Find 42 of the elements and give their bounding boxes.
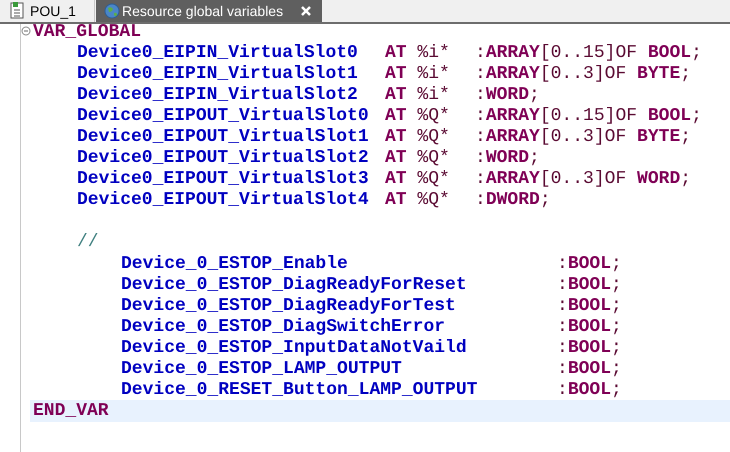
data-type: :WORD;: [475, 148, 540, 169]
variable-name: Device_0_RESET_Button_LAMP_OUTPUT: [121, 380, 478, 401]
data-type: :ARRAY[0..3]OF BYTE;: [475, 127, 692, 148]
keyword: END_VAR: [33, 401, 109, 422]
keyword: VAR_GLOBAL: [33, 22, 142, 43]
variable-name: Device_0_ESTOP_LAMP_OUTPUT: [121, 359, 402, 380]
comment: //: [77, 232, 99, 253]
data-type: :BOOL;: [557, 317, 622, 338]
address: AT %i*: [385, 43, 450, 64]
address: AT %Q*: [385, 148, 450, 169]
variable-name: Device0_EIPOUT_VirtualSlot0: [77, 106, 369, 127]
data-type: :BOOL;: [557, 338, 622, 359]
data-type: :ARRAY[0..3]OF BYTE;: [475, 64, 692, 85]
variable-name: Device0_EIPIN_VirtualSlot1: [77, 64, 358, 85]
data-type: :BOOL;: [557, 380, 622, 401]
address: AT %Q*: [385, 169, 450, 190]
data-type: :WORD;: [475, 85, 540, 106]
data-type: :DWORD;: [475, 190, 551, 211]
variable-name: Device0_EIPOUT_VirtualSlot2: [77, 148, 369, 169]
variable-name: Device0_EIPIN_VirtualSlot0: [77, 43, 358, 64]
tab: Resource global variables: [96, 0, 322, 22]
variable-name: Device0_EIPOUT_VirtualSlot1: [77, 127, 369, 148]
data-type: :ARRAY[0..15]OF BOOL;: [475, 106, 702, 127]
variable-name: Device_0_ESTOP_DiagReadyForReset: [121, 275, 467, 296]
variable-name: Device_0_ESTOP_DiagReadyForTest: [121, 296, 456, 317]
data-type: :BOOL;: [557, 275, 622, 296]
variable-name: Device0_EIPIN_VirtualSlot2: [77, 85, 358, 106]
variable-name: Device_0_ESTOP_DiagSwitchError: [121, 317, 446, 338]
data-type: :BOOL;: [557, 359, 622, 380]
variable-name: Device0_EIPOUT_VirtualSlot3: [77, 169, 369, 190]
variable-name: Device_0_ESTOP_Enable: [121, 254, 348, 275]
address: AT %i*: [385, 64, 450, 85]
address: AT %i*: [385, 85, 450, 106]
variable-name: Device0_EIPOUT_VirtualSlot4: [77, 190, 369, 211]
data-type: :ARRAY[0..3]OF WORD;: [475, 169, 692, 190]
address: AT %Q*: [385, 106, 450, 127]
address: AT %Q*: [385, 127, 450, 148]
address: AT %Q*: [385, 190, 450, 211]
variable-name: Device_0_ESTOP_InputDataNotVaild: [121, 338, 467, 359]
data-type: :BOOL;: [557, 254, 622, 275]
data-type: :ARRAY[0..15]OF BOOL;: [475, 43, 702, 64]
data-type: :BOOL;: [557, 296, 622, 317]
